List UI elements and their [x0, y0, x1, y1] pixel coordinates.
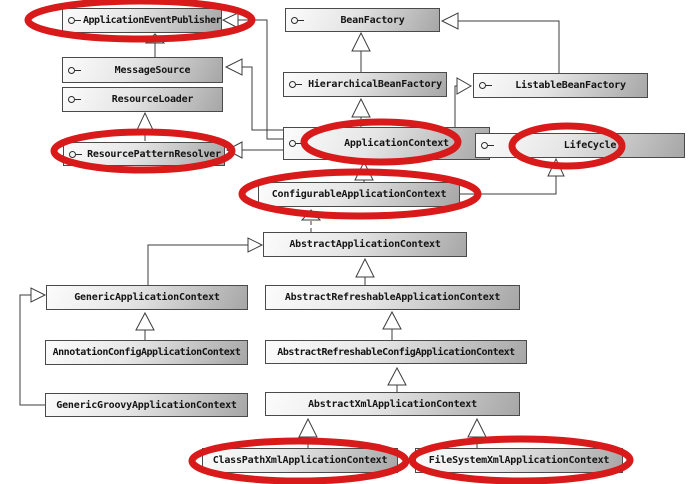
interface-lollipop-icon	[68, 17, 83, 24]
node-listablebeanfactory: ListableBeanFactory	[473, 73, 648, 98]
node-label: AbstractRefreshableApplicationContext	[284, 292, 501, 303]
edge-abstractrefreshableconfigapplicationcontext-extends-abstractrefreshableapplicationcontext	[382, 310, 402, 340]
edge-annotationconfigapplicationcontext-extends-genericapplicationcontext	[135, 311, 155, 340]
node-label: AbstractRefreshableConfigApplicationCont…	[277, 346, 515, 358]
edge-abstractapplicationcontext-implements-configurableapplicationcontext	[300, 209, 322, 232]
node-configurableapplicationcontext: ConfigurableApplicationContext	[258, 182, 460, 207]
edge-resourcepatternresolver-extends-resourceloader	[136, 111, 154, 141]
interface-lollipop-icon	[481, 142, 496, 149]
edge-configurableapplicationcontext-extends-lifecycle	[460, 157, 565, 195]
node-abstractrefreshableapplicationcontext: AbstractRefreshableApplicationContext	[265, 285, 520, 310]
node-label: ClassPathXmlApplicationContext	[212, 455, 388, 466]
node-label: AbstractApplicationContext	[289, 239, 441, 250]
node-messagesource: MessageSource	[62, 57, 223, 83]
node-label: HierarchicalBeanFactory	[308, 79, 442, 90]
node-label: ListableBeanFactory	[515, 80, 626, 91]
interface-lollipop-icon	[68, 66, 83, 74]
interface-lollipop-icon	[291, 16, 306, 24]
node-label: ApplicationEventPublisher	[83, 15, 222, 26]
node-label: AbstractXmlApplicationContext	[308, 398, 477, 410]
node-label: GenericApplicationContext	[74, 292, 220, 303]
node-label: AnnotationConfigApplicationContext	[52, 347, 241, 358]
edge-listablebeanfactory-extends-beanfactory	[440, 12, 560, 73]
node-beanfactory: BeanFactory	[285, 8, 440, 32]
node-abstractxmlapplicationcontext: AbstractXmlApplicationContext	[265, 392, 520, 416]
node-label: ResourceLoader	[111, 94, 194, 105]
node-resourceloader: ResourceLoader	[62, 87, 223, 112]
node-label: BeanFactory	[340, 14, 405, 26]
edge-genericapplicationcontext-extends-abstractapplicationcontext	[147, 237, 264, 285]
node-classpathxmlapplicationcontext: ClassPathXmlApplicationContext	[202, 448, 398, 473]
interface-lollipop-icon	[289, 140, 304, 147]
node-lifecycle: LifeCycle	[475, 133, 685, 158]
node-label: FileSystemXmlApplicationContext	[428, 455, 610, 466]
node-abstractrefreshableconfigapplicationcontext: AbstractRefreshableConfigApplicationCont…	[265, 340, 527, 364]
edge-messagesource-extends-applicationeventpublisher	[144, 33, 166, 57]
edge-hierarchicalbeanfactory-extends-beanfactory	[351, 31, 371, 72]
edge-applicationcontext-extends-resourcepatternresolver	[225, 141, 283, 159]
node-resourcepatternresolver: ResourcePatternResolver	[63, 142, 225, 166]
edge-abstractrefreshableapplicationcontext-extends-abstractapplicationcontext	[355, 257, 375, 285]
node-label: ConfigurableApplicationContext	[271, 189, 447, 200]
edge-abstractxmlapplicationcontext-extends-abstractrefreshableconfigapplicationcontext	[387, 366, 407, 392]
node-genericapplicationcontext: GenericApplicationContext	[46, 285, 248, 310]
edge-filesystemxmlapplicationcontext-extends-abstractxmlapplicationcontext	[467, 417, 487, 448]
node-hierarchicalbeanfactory: HierarchicalBeanFactory	[283, 72, 447, 97]
edge-applicationcontext-extends-hierarchicalbeanfactory	[351, 97, 371, 127]
edge-applicationcontext-extends-listablebeanfactory	[454, 77, 473, 127]
node-label: ApplicationContext	[344, 138, 449, 149]
edge-configurableapplicationcontext-extends-applicationcontext	[354, 160, 374, 182]
node-applicationeventpublisher: ApplicationEventPublisher	[62, 8, 222, 33]
interface-lollipop-icon	[68, 96, 83, 103]
node-annotationconfigapplicationcontext: AnnotationConfigApplicationContext	[45, 340, 248, 365]
interface-lollipop-icon	[289, 81, 304, 88]
node-label: GenericGroovyApplicationContext	[56, 399, 237, 411]
node-label: ResourcePatternResolver	[87, 148, 221, 160]
node-applicationcontext: ApplicationContext	[283, 127, 490, 160]
node-label: MessageSource	[114, 64, 191, 76]
node-genericgroovyapplicationcontext: GenericGroovyApplicationContext	[45, 393, 248, 417]
edge-applicationcontext-extends-applicationeventpublisher	[221, 12, 283, 140]
node-abstractapplicationcontext: AbstractApplicationContext	[263, 232, 467, 257]
interface-lollipop-icon	[479, 82, 494, 89]
edge-classpathxmlapplicationcontext-extends-abstractxmlapplicationcontext	[298, 417, 318, 448]
edge-applicationcontext-extends-messagesource	[224, 58, 283, 131]
edge-genericgroovyapplicationcontext-extends-genericapplicationcontext	[19, 287, 47, 406]
node-filesystemxmlapplicationcontext: FileSystemXmlApplicationContext	[415, 448, 623, 473]
interface-lollipop-icon	[69, 150, 84, 158]
node-label: LifeCycle	[563, 140, 617, 151]
